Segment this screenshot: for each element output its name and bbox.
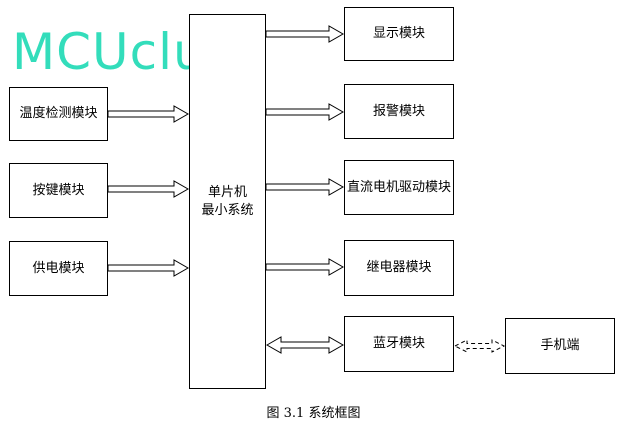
- alarm-module-label: 报警模块: [372, 103, 425, 119]
- relay-module-box: 继电器模块: [344, 240, 454, 296]
- phone-box: 手机端: [505, 318, 615, 374]
- motor-driver-module-label: 直流电机驱动模块: [346, 179, 451, 195]
- display-module-box: 显示模块: [344, 7, 454, 61]
- power-module-label: 供电模块: [32, 260, 85, 276]
- phone-label: 手机端: [540, 338, 580, 353]
- arrow-power-to-mcu: [107, 259, 190, 277]
- temperature-module-label: 温度检测模块: [19, 106, 98, 121]
- figure-caption: 图 3.1 系统框图: [266, 406, 361, 421]
- mcu-box: 单片机 最小系统: [189, 14, 266, 389]
- arrow-mcu-to-motor: [265, 178, 345, 196]
- key-module-label: 按键模块: [32, 182, 85, 198]
- arrow-mcu-to-relay: [265, 258, 345, 276]
- mcu-label-line1: 单片机: [207, 184, 247, 200]
- alarm-module-box: 报警模块: [344, 84, 454, 139]
- power-module-box: 供电模块: [9, 241, 108, 296]
- bluetooth-module-box: 蓝牙模块: [344, 316, 454, 372]
- motor-driver-module-box: 直流电机驱动模块: [344, 160, 454, 215]
- arrow-mcu-to-alarm: [265, 103, 345, 121]
- temperature-module-box: 温度检测模块: [9, 87, 108, 141]
- arrow-bluetooth-phone-wireless: [453, 339, 506, 353]
- arrow-temperature-to-mcu: [107, 105, 190, 123]
- display-module-label: 显示模块: [372, 26, 425, 41]
- relay-module-label: 继电器模块: [366, 260, 432, 275]
- bluetooth-module-label: 蓝牙模块: [372, 336, 425, 351]
- mcu-label-line2: 最小系统: [201, 202, 254, 218]
- arrow-mcu-bluetooth-bidirectional: [265, 336, 345, 354]
- arrow-key-to-mcu: [107, 180, 190, 198]
- arrow-mcu-to-display: [265, 25, 345, 43]
